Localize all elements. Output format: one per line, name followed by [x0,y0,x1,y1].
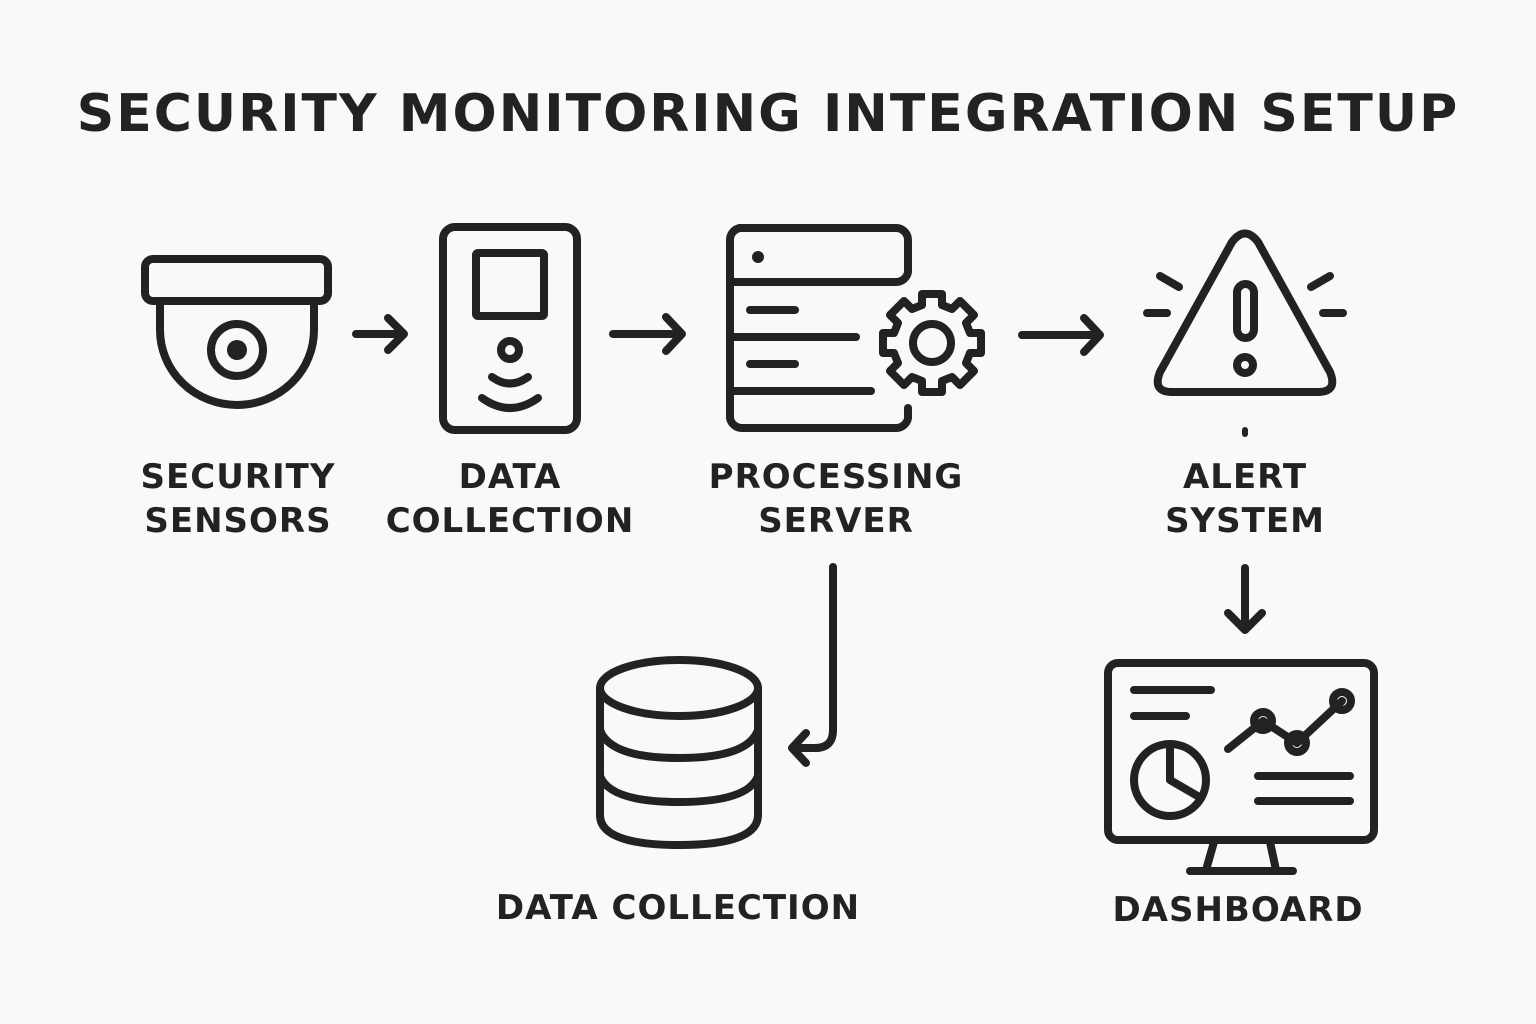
sensor-device-icon [439,223,581,434]
arrow-server-to-alert [1018,314,1104,356]
node-label-alert-system: ALERT SYSTEM [1165,457,1325,541]
arrow-alert-to-dashboard [1224,564,1266,634]
arrow-collection-to-server [609,313,686,355]
diagram-title: SECURITY MONITORING INTEGRATION SETUP [76,84,1460,144]
monitor-dashboard-icon [1104,659,1378,875]
server-gear-icon [726,224,985,432]
arrow-sensors-to-collection [352,314,408,354]
node-label-data-collection-db: DATA COLLECTION [495,888,861,928]
node-label-security-sensors: SECURITY SENSORS [140,457,336,541]
database-icon [596,656,762,849]
warning-triangle-icon [1143,229,1347,437]
arrow-server-to-database [788,563,837,767]
node-label-processing-server: PROCESSING SERVER [708,457,964,541]
dome-camera-icon [141,255,332,409]
node-label-data-collection-device: DATA COLLECTION [385,457,635,541]
gear-icon [879,290,985,396]
node-label-dashboard: DASHBOARD [1112,890,1364,930]
